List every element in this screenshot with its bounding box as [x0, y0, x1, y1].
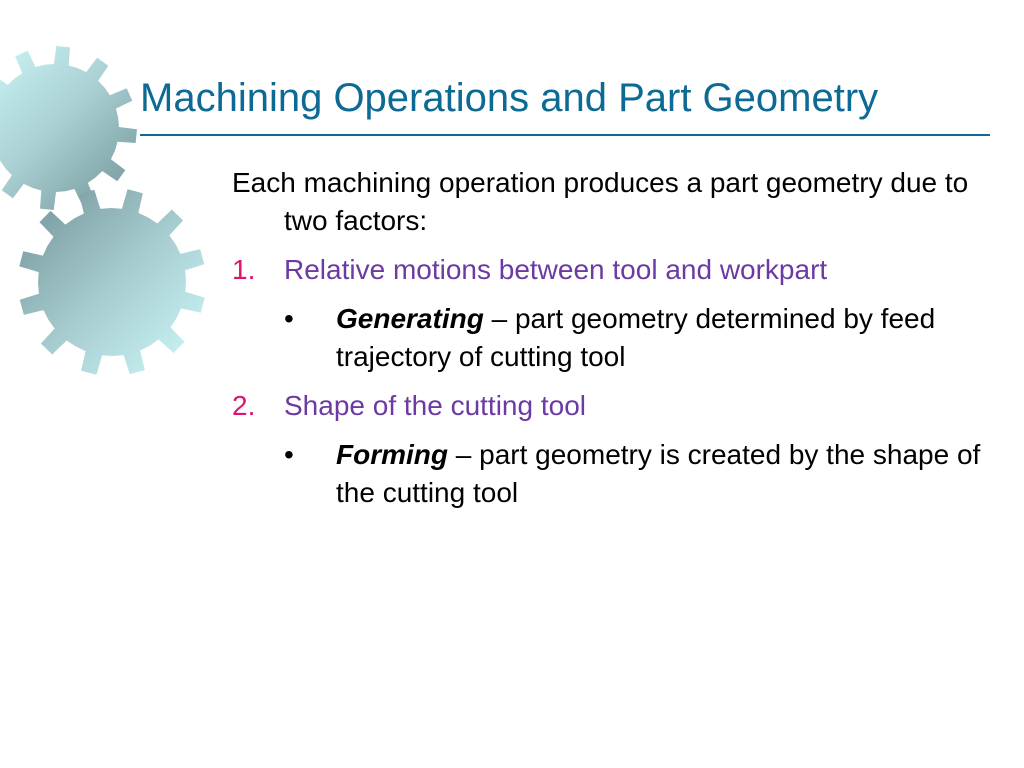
- item-number: 2.: [232, 390, 256, 421]
- numbered-item-1: 1. Relative motions between tool and wor…: [232, 251, 992, 289]
- bullet-dot: •: [284, 303, 294, 334]
- bullet-description: – part geometry determined by feed traje…: [336, 303, 936, 372]
- slide-body: Each machining operation produces a part…: [232, 164, 992, 523]
- bullet-term: Generating: [336, 303, 484, 334]
- bullet-item-forming: • Forming – part geometry is created by …: [232, 436, 992, 512]
- gears-icon: [0, 46, 205, 375]
- upper-gear-icon: [0, 46, 137, 210]
- lower-gear-icon: [19, 189, 205, 375]
- slide-title: Machining Operations and Part Geometry: [140, 76, 879, 120]
- bullet-term: Forming: [336, 439, 448, 470]
- bullet-item-generating: • Generating – part geometry determined …: [232, 300, 992, 376]
- bullet-description: – part geometry is created by the shape …: [336, 439, 981, 508]
- intro-paragraph: Each machining operation produces a part…: [232, 167, 969, 236]
- title-divider: [140, 134, 990, 136]
- item-number: 1.: [232, 254, 256, 285]
- item-text: Relative motions between tool and workpa…: [284, 254, 828, 285]
- bullet-dot: •: [284, 439, 294, 470]
- item-text: Shape of the cutting tool: [284, 390, 586, 421]
- numbered-item-2: 2. Shape of the cutting tool: [232, 387, 992, 425]
